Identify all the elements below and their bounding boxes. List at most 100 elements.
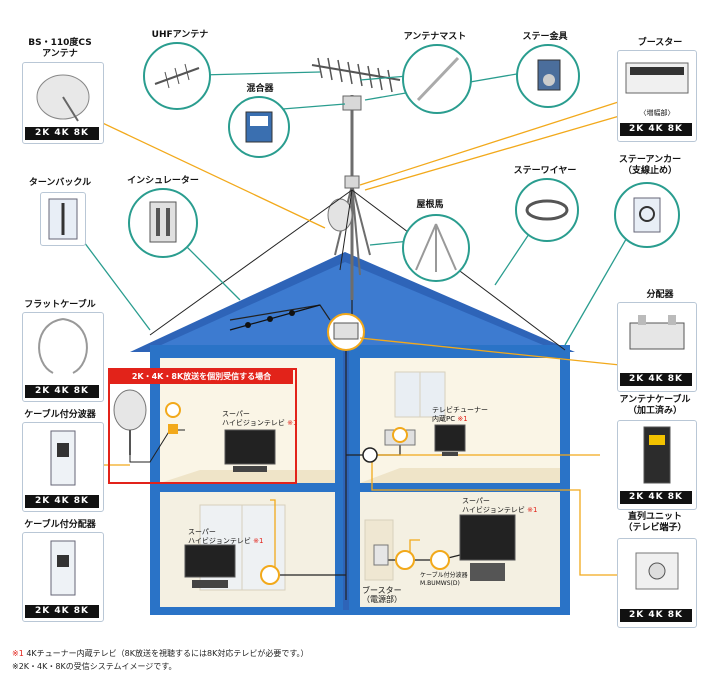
tv-tuner-pc-label-line2: 内蔵PC: [432, 415, 456, 423]
wall-terminal-label: 直列ユニット （テレビ端子）: [605, 512, 705, 534]
flat-cable-run: [229, 304, 321, 331]
mast-icon: [416, 56, 460, 102]
tv-lower-left-note: ※1: [253, 537, 264, 545]
booster-power-label-line2: （電源部）: [362, 595, 402, 604]
insulator-icon: [149, 201, 177, 243]
stay-anchor-icon: [633, 197, 661, 233]
cable-splitter-small-label: ケーブル付分波器 M.BUMWS(D): [420, 572, 468, 588]
booster-icon: [625, 62, 689, 94]
uhf-antenna-label: UHFアンテナ: [151, 30, 209, 40]
insulator-circle: [128, 188, 198, 258]
tv-lower-right-label: スーパー ハイビジョンテレビ ※1: [462, 497, 537, 515]
booster-top-label: ブースター: [637, 38, 683, 48]
bs-antenna-card: 2K 4K 8K: [22, 62, 104, 144]
cable-splitter-card: 2K 4K 8K: [22, 532, 104, 622]
wall-terminal-label-line2: （テレビ端子）: [623, 523, 687, 533]
splitter-label: 分配器: [646, 290, 674, 300]
antenna-cable-icon: [643, 426, 671, 484]
tv-upper-left: [224, 429, 276, 472]
cable-branch-card: 2K 4K 8K: [22, 422, 104, 512]
antenna-cable-label-line2: （加工済み）: [627, 406, 682, 416]
attic-splitter: [327, 313, 365, 351]
cable-splitter-small-line2: M.BUMWS(D): [420, 580, 460, 587]
stay-anchor-label: ステーアンカー （支線止め）: [600, 155, 700, 177]
tv-upper-label-line1: スーパー: [222, 410, 250, 418]
booster-power-label: ブースター （電源部）: [362, 586, 402, 604]
stay-bracket-icon: [537, 59, 561, 91]
bs-antenna-label-line2: アンテナ: [42, 49, 78, 59]
individual-reception-frame: [108, 368, 297, 484]
stay-anchor-label-line2: （支線止め）: [622, 166, 677, 176]
splitter-badge: 2K 4K 8K: [620, 373, 692, 386]
tv-upper-label-line2: ハイビジョンテレビ: [222, 419, 285, 427]
stay-bracket-label: ステー金具: [522, 32, 568, 42]
cable-splitter-icon: [50, 540, 76, 596]
tv-lower-right: [459, 514, 516, 581]
bs-antenna-badge: 2K 4K 8K: [25, 127, 99, 140]
mixer-label: 混合器: [246, 84, 274, 94]
tv-tuner-pc-label: テレビチューナー 内蔵PC ※1: [432, 406, 488, 424]
bs-antenna-label: BS・110度CS アンテナ: [20, 38, 100, 60]
splitter-icon: [629, 315, 685, 350]
antenna-mast-label: アンテナマスト: [403, 32, 467, 42]
footnote-1-text: 4Kチューナー内蔵テレビ（8K放送を視聴するには8K対応テレビが必要です。）: [23, 649, 309, 658]
cable-branch-icon: [50, 430, 76, 486]
tv-lower-right-note: ※1: [527, 506, 538, 514]
roof-mount-circle: [402, 214, 470, 282]
insulator-label: インシュレーター: [127, 176, 199, 186]
booster-power-unit: [260, 427, 450, 585]
footnote-1-mark: ※1: [12, 649, 24, 658]
flat-cable-card: 2K 4K 8K: [22, 312, 104, 402]
turnbuckle-label: ターンバックル: [28, 178, 92, 188]
booster-power-label-line1: ブースター: [362, 586, 402, 595]
wall-terminal-icon: [635, 552, 679, 590]
individual-reception-title: 2K・4K・8K放送を個別受信する場合: [110, 370, 293, 384]
antenna-cable-card: 2K 4K 8K: [617, 420, 697, 510]
cable-splitter-badge: 2K 4K 8K: [25, 605, 99, 618]
stay-anchor-label-line1: ステーアンカー: [618, 155, 682, 165]
cable-branch-badge: 2K 4K 8K: [25, 495, 99, 508]
antenna-mast-circle: [402, 44, 472, 114]
footnote-1: ※1 4Kチューナー内蔵テレビ（8K放送を視聴するには8K対応テレビが必要です。…: [12, 648, 309, 660]
tv-tuner-pc-label-line1: テレビチューナー: [432, 406, 488, 414]
cable-splitter-small-line1: ケーブル付分波器: [420, 572, 468, 579]
mixer-circle: [228, 96, 290, 158]
stay-bracket-circle: [516, 44, 580, 108]
footnote-2: ※2K・4K・8Kの受信システムイメージです。: [12, 661, 177, 673]
roof-mount-label: 屋根馬: [416, 200, 444, 210]
antenna-cable-badge: 2K 4K 8K: [620, 491, 692, 504]
flat-cable-badge: 2K 4K 8K: [25, 385, 99, 398]
roof-mount-icon: [415, 223, 457, 272]
splitter-card: 2K 4K 8K: [617, 302, 697, 392]
stay-anchor-circle: [614, 182, 680, 248]
tv-lower-left-label: スーパー ハイビジョンテレビ ※1: [188, 528, 263, 546]
tv-lower-left: [184, 544, 236, 588]
individual-reception-drawing: [113, 389, 185, 463]
cable-splitter-label: ケーブル付分配器: [24, 520, 96, 530]
stay-wire-icon: [525, 199, 569, 221]
tv-lower-right-label-line2: ハイビジョンテレビ: [462, 506, 525, 514]
tv-lower-right-label-line1: スーパー: [462, 497, 490, 505]
mixer-icon: [245, 111, 273, 143]
wall-terminal-card: 2K 4K 8K: [617, 538, 697, 628]
bs-antenna-label-line1: BS・110度CS: [28, 38, 92, 48]
turnbuckle-card: [40, 192, 86, 246]
wall-terminal-badge: 2K 4K 8K: [620, 609, 692, 622]
antenna-mast-assembly: [311, 57, 401, 300]
stay-wire-circle: [515, 178, 579, 242]
booster-top-sublabel: 〈増幅部〉: [639, 109, 675, 117]
footnote-2-mark: ※: [12, 662, 19, 671]
booster-top-card: 〈増幅部〉 2K 4K 8K: [617, 50, 697, 142]
satellite-dish-icon: [36, 74, 90, 122]
tv-lower-left-label-line2: ハイビジョンテレビ: [188, 537, 251, 545]
antenna-cable-label: アンテナケーブル （加工済み）: [605, 395, 705, 417]
flat-cable-icon: [38, 318, 88, 374]
room-upper-right: [360, 358, 560, 483]
uhf-antenna-circle: [143, 42, 211, 110]
uhf-antenna-icon: [154, 63, 200, 89]
tv-lower-left-label-line1: スーパー: [188, 528, 216, 536]
wall-terminal-label-line1: 直列ユニット: [627, 512, 682, 522]
tv-upper-label: スーパー ハイビジョンテレビ ※1: [222, 410, 297, 428]
antenna-cable-label-line1: アンテナケーブル: [619, 395, 691, 405]
